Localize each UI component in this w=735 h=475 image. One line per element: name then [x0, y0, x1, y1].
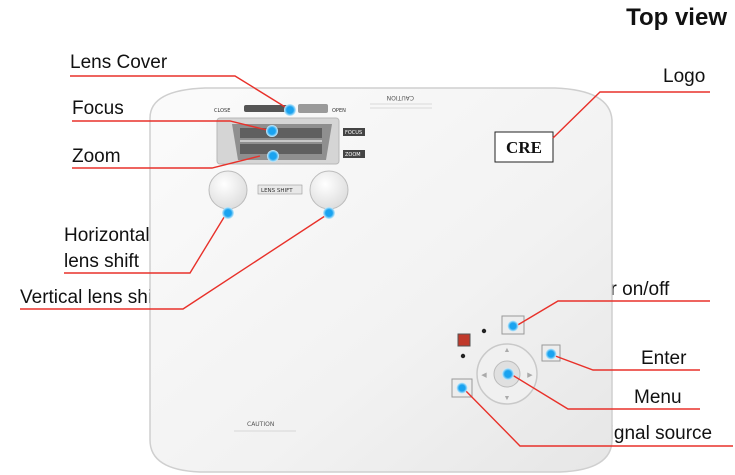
marker-menu	[502, 368, 514, 380]
marker-vertical	[323, 207, 335, 219]
leader-menu	[508, 372, 700, 410]
label-lens-cover: Lens Cover	[70, 52, 168, 73]
svg-text:▲: ▲	[504, 347, 511, 354]
leader-vertical	[20, 213, 329, 310]
leader-signal	[461, 386, 733, 447]
leader-focus	[72, 120, 272, 132]
svg-text:CRE: CRE	[506, 138, 542, 157]
svg-text:▶: ▶	[527, 372, 533, 379]
marker-zoom	[267, 150, 279, 162]
marker-horizontal	[222, 207, 234, 219]
markers	[222, 104, 557, 394]
caution-bottom: CAUTION	[247, 421, 274, 428]
svg-text:FOCUS: FOCUS	[345, 130, 362, 136]
label-horizontal-line2: lens shift	[64, 251, 139, 272]
label-menu: Menu	[634, 387, 682, 408]
label-enter: Enter	[641, 348, 687, 369]
label-vertical-lens-shift: Vertical lens shift	[20, 287, 163, 308]
svg-text:ZOOM: ZOOM	[345, 152, 361, 158]
label-signal-source: Signal source	[597, 423, 713, 444]
label-logo: Logo	[663, 66, 706, 87]
lens-cover-slider: CLOSE OPEN	[214, 104, 346, 114]
label-horizontal-line1: Horizontal	[64, 225, 150, 246]
svg-text:OPEN: OPEN	[332, 108, 346, 114]
focus-zoom-window: FOCUS ZOOM	[216, 117, 365, 165]
vertical-lens-shift-knob	[309, 170, 349, 210]
marker-power	[507, 320, 519, 332]
label-zoom: Zoom	[72, 146, 121, 167]
horizontal-lens-shift-knob	[208, 170, 248, 210]
marker-focus	[266, 125, 278, 137]
svg-text:◀: ◀	[481, 372, 487, 379]
page-title: Top view	[626, 4, 727, 31]
marker-signal	[456, 382, 468, 394]
leader-enter	[549, 353, 700, 371]
leader-power	[515, 300, 710, 327]
svg-text:CLOSE: CLOSE	[214, 108, 230, 114]
leader-zoom	[72, 155, 261, 169]
svg-text:LENS SHIFT: LENS SHIFT	[261, 188, 293, 194]
svg-text:▼: ▼	[504, 395, 511, 402]
leader-logo	[552, 91, 710, 139]
leader-horizontal	[64, 213, 227, 274]
label-focus: Focus	[72, 98, 124, 119]
caution-top: CAUTION	[387, 94, 414, 101]
marker-enter	[545, 348, 557, 360]
logo-badge: CRE	[494, 131, 554, 163]
leader-lines	[20, 75, 733, 447]
marker-lens-cover	[284, 104, 296, 116]
leader-lens-cover	[70, 75, 291, 111]
